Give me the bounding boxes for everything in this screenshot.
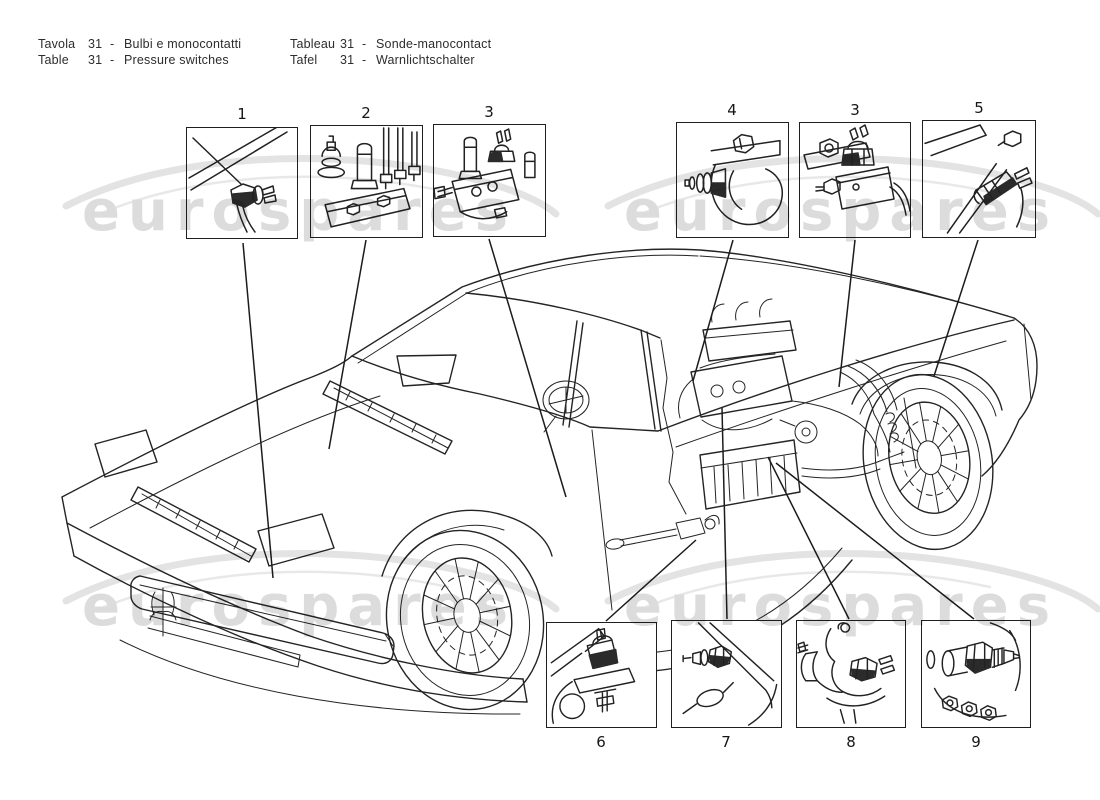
header-row-italian: Tavola 31 - Bulbi e monocontatti bbox=[38, 36, 241, 52]
table-title: Warnlichtschalter bbox=[376, 53, 475, 67]
table-number: 31 bbox=[340, 37, 355, 51]
brake-switch-sketch bbox=[682, 622, 778, 726]
valve-block-sketch bbox=[434, 128, 536, 220]
callout-number-8: 8 bbox=[846, 733, 856, 751]
front-wheel-arch bbox=[381, 509, 553, 577]
callout-box-6[interactable] bbox=[546, 622, 657, 728]
separator: - bbox=[362, 53, 367, 67]
table-title: Bulbi e monocontatti bbox=[124, 37, 242, 51]
separator: - bbox=[110, 53, 115, 67]
callout-number-9: 9 bbox=[971, 733, 981, 751]
table-title: Sonde-manocontact bbox=[376, 37, 492, 51]
separator: - bbox=[110, 37, 115, 51]
connector-lines bbox=[242, 238, 979, 622]
header-label: Tableau bbox=[290, 37, 336, 51]
header-label: Tafel bbox=[290, 53, 318, 67]
rear-wheel bbox=[862, 373, 994, 551]
temperature-sender-sketch bbox=[924, 124, 1033, 234]
rear-wheel-arch bbox=[851, 361, 1003, 411]
front-end bbox=[94, 354, 521, 715]
callout-box-8[interactable] bbox=[796, 620, 906, 728]
callout-box-4[interactable] bbox=[676, 122, 789, 238]
block-switch-sketch bbox=[317, 127, 421, 228]
callout-number-3b: 3 bbox=[850, 101, 860, 119]
callout-number-1: 1 bbox=[237, 105, 247, 123]
table-number: 31 bbox=[88, 37, 103, 51]
callout-number-6: 6 bbox=[596, 733, 606, 751]
front-wheel bbox=[385, 529, 545, 711]
header-label: Table bbox=[38, 53, 69, 67]
callout-box-1[interactable] bbox=[186, 127, 298, 239]
header-label: Tavola bbox=[38, 37, 76, 51]
callout-box-3b[interactable] bbox=[799, 122, 911, 238]
header-row-french: Tableau 31 - Sonde-manocontact bbox=[290, 36, 491, 52]
separator: - bbox=[362, 37, 367, 51]
callout-number-2: 2 bbox=[361, 104, 371, 122]
oil-pressure-switch-sketch bbox=[684, 133, 784, 226]
callout-number-7: 7 bbox=[721, 733, 731, 751]
callout-box-2[interactable] bbox=[310, 125, 423, 238]
table-number: 31 bbox=[340, 53, 355, 67]
thermostat-switch-sketch bbox=[797, 622, 896, 724]
table-number: 31 bbox=[88, 53, 103, 67]
frame-switch-sketch bbox=[188, 128, 288, 233]
sender-unit-sketch bbox=[926, 622, 1021, 721]
engine-detail bbox=[660, 298, 917, 515]
callout-number-5: 5 bbox=[974, 99, 984, 117]
front-bumper bbox=[119, 575, 521, 715]
header-row-german: Tafel 31 - Warnlichtschalter bbox=[290, 52, 491, 68]
callout-box-3[interactable] bbox=[433, 124, 546, 237]
bracket-switch-sketch bbox=[550, 627, 636, 724]
header-column-right: Tableau 31 - Sonde-manocontact Tafel 31 … bbox=[290, 36, 491, 68]
callout-box-5[interactable] bbox=[922, 120, 1036, 238]
jack-tool bbox=[605, 514, 720, 550]
callout-number-3: 3 bbox=[484, 103, 494, 121]
header-row-english: Table 31 - Pressure switches bbox=[38, 52, 241, 68]
callout-box-9[interactable] bbox=[921, 620, 1031, 728]
callout-box-7[interactable] bbox=[671, 620, 782, 728]
distribution-block-sketch bbox=[803, 124, 910, 216]
callout-number-4: 4 bbox=[727, 101, 737, 119]
header-column-left: Tavola 31 - Bulbi e monocontatti Table 3… bbox=[38, 36, 241, 68]
table-title: Pressure switches bbox=[124, 53, 229, 67]
